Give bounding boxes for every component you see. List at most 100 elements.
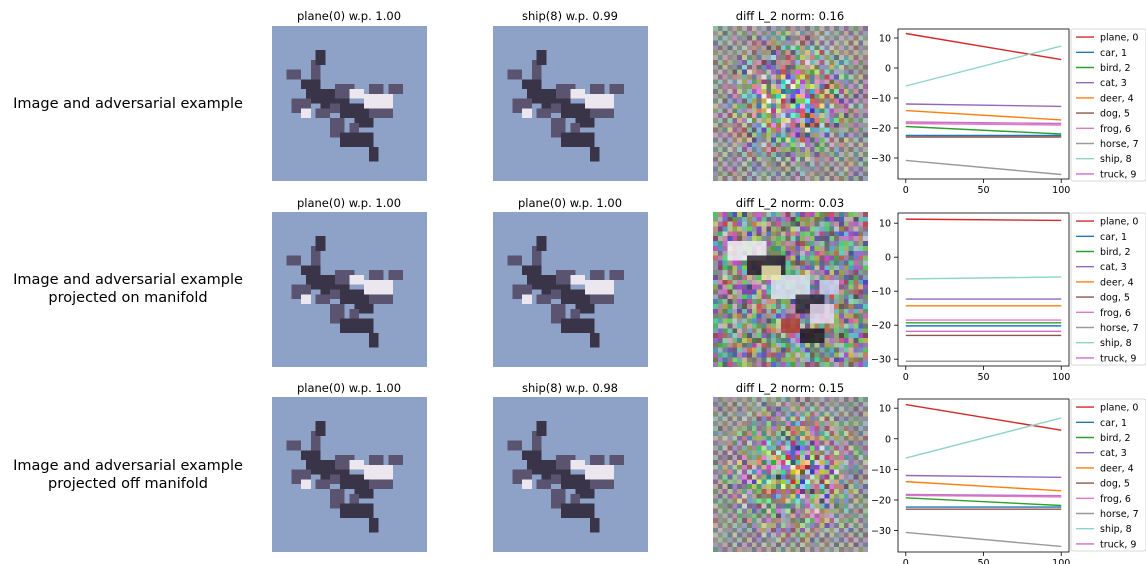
noise-pixel — [809, 362, 815, 367]
noise-pixel — [838, 59, 844, 65]
noise-pixel — [824, 255, 830, 261]
noise-pixel — [790, 342, 796, 348]
noise-pixel — [814, 503, 820, 509]
noise-pixel — [761, 435, 767, 441]
noise-pixel — [732, 426, 738, 431]
noise-pixel — [717, 30, 723, 36]
noise-pixel — [800, 357, 806, 363]
noise-pixel — [795, 440, 801, 446]
noise-pixel — [829, 508, 835, 514]
noise-pixel — [751, 142, 757, 148]
noise-pixel — [819, 231, 825, 237]
noise-pixel — [751, 421, 757, 427]
noise-pixel — [800, 498, 806, 504]
noise-pixel — [771, 508, 776, 514]
noise-pixel — [858, 226, 864, 232]
noise-pixel — [717, 513, 723, 519]
noise-pixel — [713, 484, 718, 490]
noise-pixel — [795, 98, 801, 104]
plane-pixel — [589, 270, 605, 280]
noise-pixel — [713, 108, 718, 114]
noise-pixel — [809, 122, 815, 128]
noise-pixel — [771, 450, 776, 456]
noise-pixel — [824, 450, 830, 456]
noise-pixel — [737, 236, 743, 242]
noise-pixel — [838, 469, 844, 475]
noise-pixel — [746, 176, 752, 181]
noise-pixel — [713, 294, 718, 300]
noise-pixel — [809, 241, 815, 246]
noise-pixel — [761, 69, 767, 75]
noise-pixel — [761, 522, 767, 528]
noise-pixel — [814, 245, 820, 251]
noise-pixel — [737, 484, 743, 490]
noise-pixel — [751, 318, 757, 324]
noise-pixel — [843, 450, 849, 456]
noise-pixel — [805, 45, 810, 51]
noise-pixel — [717, 226, 723, 232]
noise-pixel — [848, 45, 854, 51]
noise-pixel — [756, 171, 762, 177]
noise-pixel — [780, 397, 786, 402]
plane-pixel — [286, 255, 302, 266]
noise-pixel — [863, 221, 868, 227]
noise-pixel — [853, 308, 859, 314]
series-line — [905, 109, 1062, 121]
noise-pixel — [814, 40, 820, 46]
plane-pixel — [522, 79, 542, 89]
noise-pixel — [790, 212, 796, 217]
noise-pixel — [742, 469, 747, 475]
noise-pixel — [751, 489, 757, 494]
noise-pixel — [843, 118, 849, 123]
noise-pixel — [713, 265, 718, 271]
noise-pixel — [805, 122, 810, 128]
noise-pixel — [751, 459, 757, 465]
noise-pixel — [814, 484, 820, 490]
noise-pixel — [834, 430, 839, 436]
noise-pixel — [829, 455, 835, 460]
noise-pixel — [790, 226, 796, 232]
noise-pixel — [853, 74, 859, 80]
noise-pixel — [761, 226, 767, 232]
noise-pixel — [713, 532, 718, 538]
noise-pixel — [785, 484, 791, 490]
noise-pixel — [713, 459, 718, 465]
noise-pixel — [838, 347, 844, 353]
noise-pixel — [732, 308, 738, 314]
noise-pixel — [853, 216, 859, 222]
noise-pixel — [785, 513, 791, 519]
noise-pixel — [732, 323, 738, 329]
noise-pixel — [819, 226, 825, 232]
noise-pixel — [834, 450, 839, 456]
noise-pixel — [785, 108, 791, 114]
noise-pixel — [863, 542, 868, 548]
noise-pixel — [829, 527, 835, 533]
noise-pixel — [756, 30, 762, 36]
noise-pixel — [834, 260, 839, 266]
plane-pixel — [378, 289, 394, 295]
noise-pixel — [785, 313, 791, 319]
noise-pixel — [732, 542, 738, 548]
noise-pixel — [761, 455, 767, 460]
noise-pixel — [780, 337, 786, 343]
legend-label: deer, 4 — [1100, 277, 1134, 288]
noise-pixel — [838, 45, 844, 51]
noise-pixel — [785, 421, 791, 427]
noise-pixel — [746, 289, 752, 295]
noise-pixel — [824, 212, 830, 217]
noise-pixel — [863, 166, 868, 172]
noise-pixel — [780, 40, 786, 46]
noise-pixel — [756, 421, 762, 427]
noise-pixel — [809, 147, 815, 152]
noise-pixel — [838, 493, 844, 499]
noise-pixel — [727, 464, 733, 470]
noise-pixel — [727, 88, 733, 94]
noise-pixel — [805, 265, 810, 271]
noise-pixel — [809, 518, 815, 523]
noise-pixel — [785, 166, 791, 172]
noise-pixel — [824, 416, 830, 422]
noise-pixel — [722, 245, 728, 251]
noise-pixel — [843, 176, 849, 181]
noise-pixel — [785, 40, 791, 46]
noise-pixel — [834, 166, 839, 172]
